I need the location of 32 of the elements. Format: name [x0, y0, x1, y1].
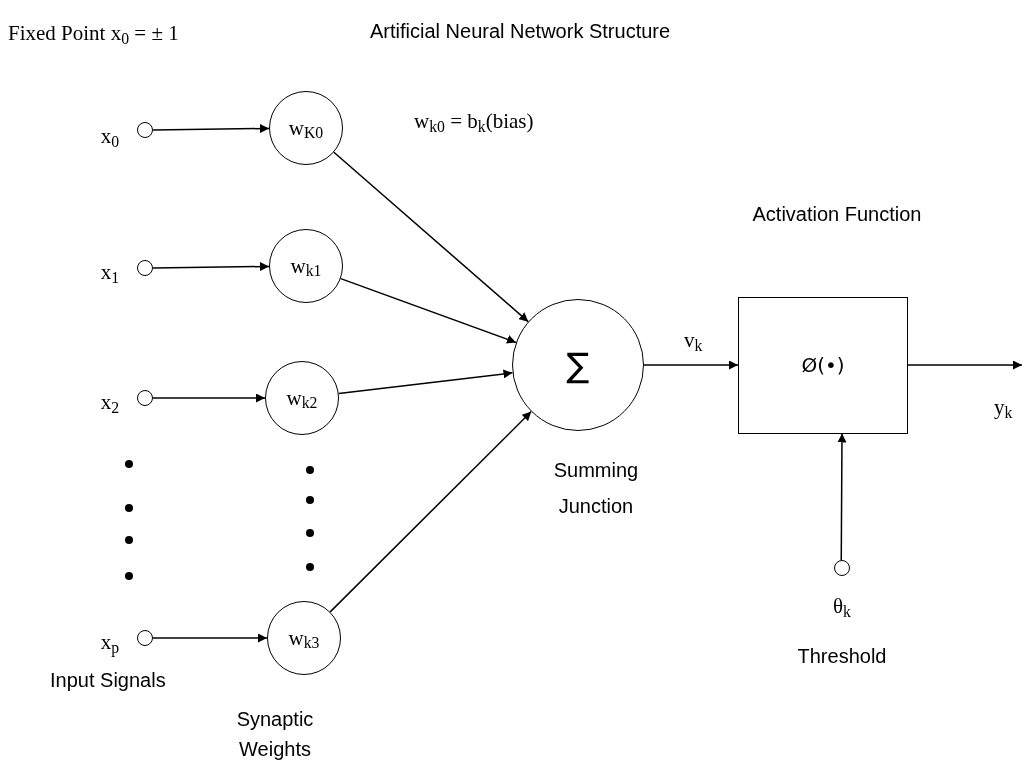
node-text: w$_{k2}$ — [286, 387, 318, 409]
node-caption: Summing Junction — [553, 459, 639, 517]
arrow — [837, 432, 847, 561]
arrow — [907, 360, 1023, 370]
arrow — [338, 369, 514, 395]
edge-label: v$_{k}$ — [684, 328, 703, 352]
arrow — [333, 151, 529, 323]
node-caption: x$_{2}$ — [100, 390, 120, 414]
arrow — [152, 393, 266, 403]
node-caption: x$_{1}$ — [100, 260, 120, 284]
node-caption: Activation Function — [752, 203, 922, 225]
node-text: w$_{K0}$ — [288, 117, 324, 139]
arrow — [643, 360, 739, 370]
text-label: Input Signals — [50, 669, 166, 691]
node-text: w$_{k3}$ — [288, 627, 320, 649]
arrow — [340, 277, 517, 344]
text-label: Synaptic Weights — [236, 708, 314, 760]
arrow — [329, 410, 532, 613]
node-caption: x$_{0}$ — [100, 124, 120, 148]
node-caption: θ$_{k}$ — [833, 594, 851, 618]
activation-function-box — [738, 296, 908, 434]
arrow — [152, 262, 270, 272]
arrow — [152, 124, 270, 134]
node-text: ∑ — [566, 348, 590, 382]
edge-label: y$_{k}$ — [994, 395, 1013, 419]
diagram-title: Artificial Neural Network Structure — [370, 19, 671, 44]
arrow — [152, 633, 268, 643]
node-text: w$_{k1}$ — [290, 255, 322, 277]
text-label: Fixed Point x$_{0}$ = ± 1 — [8, 21, 179, 45]
text-label: w$_{k0}$ = b$_{k}$(bias) — [414, 109, 534, 133]
node-caption: Threshold — [797, 645, 887, 667]
node-text: Ø(•) — [801, 355, 845, 375]
